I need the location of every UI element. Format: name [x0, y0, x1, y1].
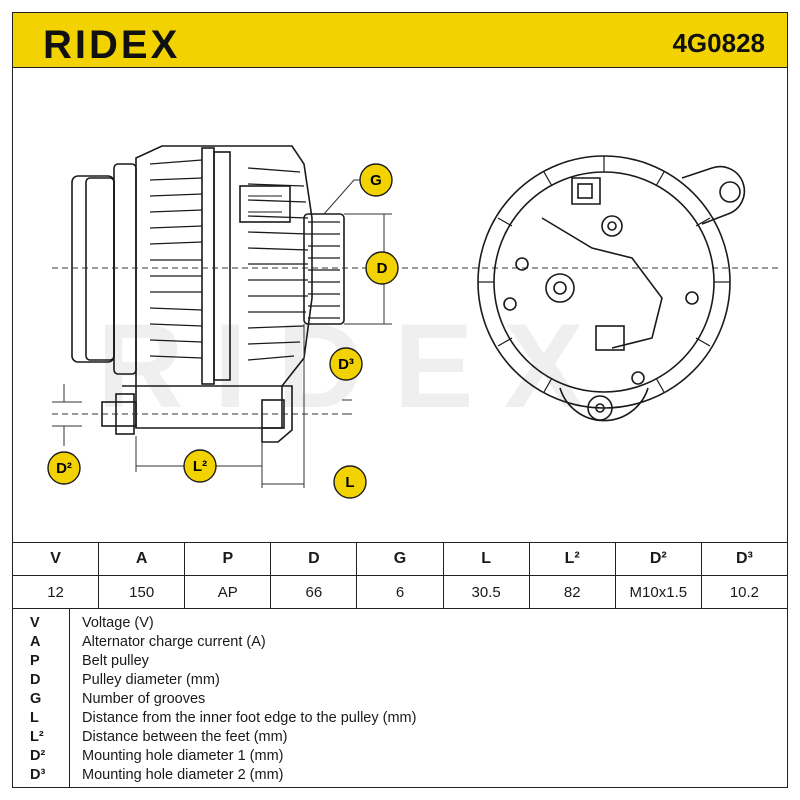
spec-header: D [270, 542, 358, 576]
spec-value: 150 [98, 575, 186, 609]
legend-desc: Mounting hole diameter 1 (mm) [82, 748, 284, 764]
badge-l2: L² [183, 449, 217, 483]
spec-value: 66 [270, 575, 358, 609]
legend-key: V [30, 615, 40, 631]
spec-header: L [442, 542, 530, 576]
spec-value: 6 [356, 575, 444, 609]
badge-d2: D² [47, 451, 81, 485]
alternator-drawing: G D D³ D² L² L [47, 145, 782, 499]
badge-d3-text: D³ [338, 356, 354, 373]
end-view-housing [477, 155, 731, 409]
badge-d3: D³ [329, 347, 363, 381]
legend-desc: Distance between the feet (mm) [82, 729, 288, 745]
legend-desc: Pulley diameter (mm) [82, 672, 220, 688]
legend-key: L² [30, 729, 44, 745]
spec-header: D³ [700, 542, 789, 576]
spec-header: G [356, 542, 444, 576]
upper-mounting-ear [681, 165, 746, 225]
spec-header: A [98, 542, 186, 576]
brand-logo: RIDEX [43, 23, 181, 67]
plug-connector [571, 177, 601, 205]
legend-desc: Alternator charge current (A) [82, 634, 266, 650]
legend-desc: Belt pulley [82, 653, 149, 669]
badge-g-text: G [370, 172, 382, 189]
spec-value: 12 [11, 575, 100, 609]
legend-desc: Mounting hole diameter 2 (mm) [82, 767, 284, 783]
legend-key: G [30, 691, 42, 707]
part-number: 4G0828 [672, 28, 765, 58]
legend-key: P [30, 653, 40, 669]
legend-desc: Distance from the inner foot edge to the… [82, 710, 417, 726]
dimension-badges: G D D³ D² L² L [47, 163, 399, 499]
technical-drawing: RIDEX [12, 68, 788, 542]
stator-housing [135, 145, 313, 387]
spec-table: V A P D G L L² D² D³ 12 150 AP 66 6 30.5… [11, 542, 789, 609]
legend-key: D³ [30, 767, 46, 783]
spec-value: 82 [528, 575, 616, 609]
lower-mounting-ear [559, 387, 649, 422]
badge-d: D [365, 251, 399, 285]
spec-header: P [184, 542, 272, 576]
badge-g: G [359, 163, 393, 197]
header-bar: RIDEX 4G0828 [12, 12, 788, 68]
badge-d-text: D [377, 260, 388, 277]
legend-desc: Voltage (V) [82, 615, 154, 631]
spec-header: D² [614, 542, 702, 576]
spec-value: 30.5 [442, 575, 530, 609]
legend: V Voltage (V) A Alternator charge curren… [12, 608, 788, 788]
legend-divider [69, 608, 70, 788]
legend-key: D [30, 672, 41, 688]
spec-value: 10.2 [700, 575, 789, 609]
spec-table-header-row: V A P D G L L² D² D³ [11, 542, 789, 576]
legend-key: L [30, 710, 39, 726]
spec-header: L² [528, 542, 616, 576]
spec-header: V [11, 542, 100, 576]
badge-l-text: L [345, 474, 354, 491]
legend-desc: Number of grooves [82, 691, 206, 707]
legend-key: A [30, 634, 41, 650]
legend-key: D² [30, 748, 46, 764]
badge-l2-text: L² [193, 458, 207, 475]
spec-value: AP [184, 575, 272, 609]
regulator-block [595, 325, 625, 351]
badge-l: L [333, 465, 367, 499]
spec-table-value-row: 12 150 AP 66 6 30.5 82 M10x1.5 10.2 [11, 575, 789, 609]
spec-value: M10x1.5 [614, 575, 702, 609]
badge-d2-text: D² [56, 460, 72, 477]
rear-cover [71, 175, 115, 363]
